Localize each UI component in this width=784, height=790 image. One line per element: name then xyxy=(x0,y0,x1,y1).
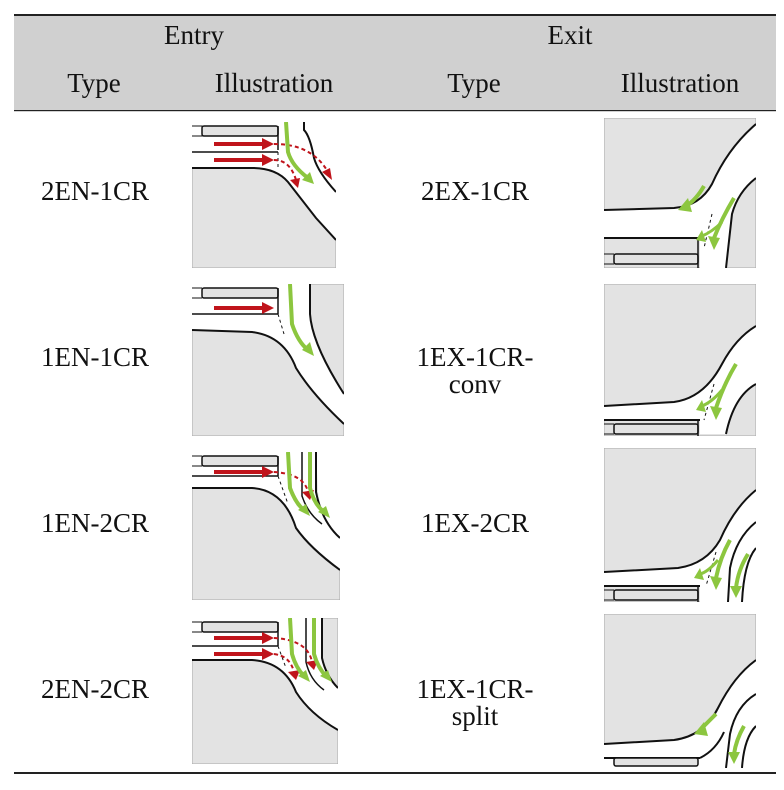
top-rule xyxy=(14,14,776,16)
entry-illustration xyxy=(192,452,340,600)
bottom-rule xyxy=(14,772,776,774)
header-rule xyxy=(14,110,776,112)
header-type-exit: Type xyxy=(447,68,501,98)
entry-illustration xyxy=(192,122,336,268)
exit-type: 1EX-1CR-split xyxy=(416,674,534,731)
header-type-entry: Type xyxy=(67,68,121,98)
table-row: 2EN-1CR xyxy=(14,112,776,277)
header-entry: Entry xyxy=(164,20,224,50)
exit-illustration xyxy=(604,284,756,436)
entry-illustration xyxy=(192,284,344,436)
entry-illustration xyxy=(192,618,338,764)
exit-illustration xyxy=(604,118,756,268)
header-illustration-entry: Illustration xyxy=(214,68,334,98)
table-row: 2EN-2CR xyxy=(14,610,776,775)
exit-type: 2EX-1CR xyxy=(421,176,529,206)
exit-illustration xyxy=(604,614,756,768)
header-illustration-exit: Illustration xyxy=(620,68,740,98)
exit-type: 1EX-1CR-conv xyxy=(416,342,534,399)
header-band xyxy=(14,15,776,112)
table-row: 1EN-2CR xyxy=(14,444,776,609)
entry-type: 2EN-2CR xyxy=(41,674,149,704)
entry-type: 1EN-2CR xyxy=(41,508,149,538)
header-exit: Exit xyxy=(547,20,593,50)
entry-type: 1EN-1CR xyxy=(41,342,149,372)
exit-type: 1EX-2CR xyxy=(421,508,529,538)
entry-type: 2EN-1CR xyxy=(41,176,149,206)
exit-illustration xyxy=(604,448,756,602)
table-row: 1EN-1CR 1EX-1CR-conv xyxy=(14,278,776,443)
